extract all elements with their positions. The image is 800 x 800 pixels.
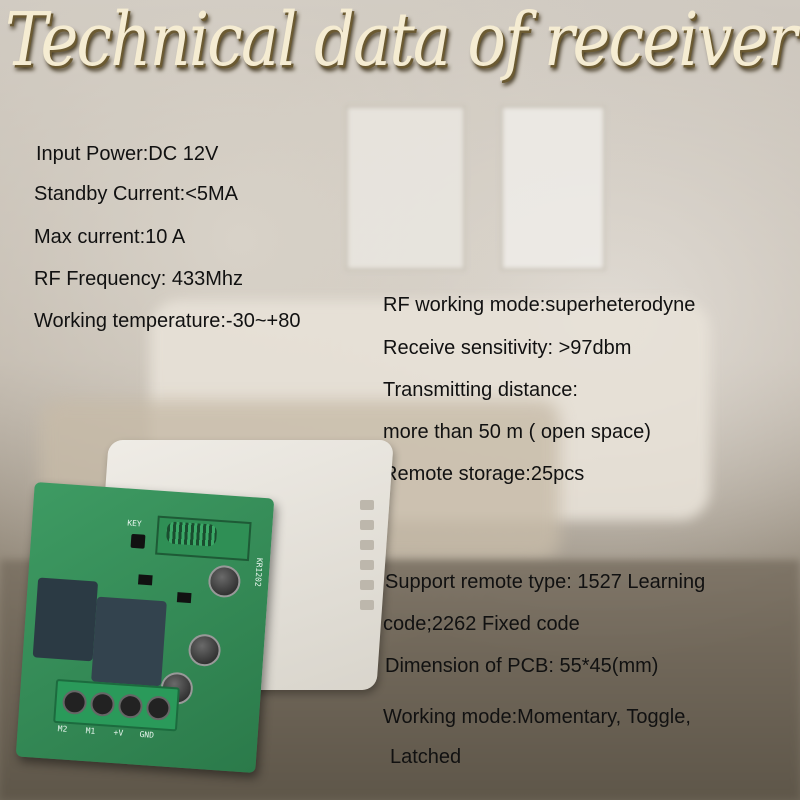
ic-chip (176, 592, 192, 604)
spec-input-power: Input Power:DC 12V (36, 143, 219, 165)
screw-terminal (145, 695, 172, 721)
spec-transmitting-distance: Transmitting distance: (383, 379, 578, 401)
spec-rf-frequency: RF Frequency: 433Mhz (34, 268, 243, 290)
wall-picture-left (345, 105, 466, 271)
screw-terminal (117, 693, 144, 719)
pcb-label-plus-v: +V (113, 728, 124, 738)
pcb-label-key: KEY (126, 518, 142, 529)
spec-working-temperature: Working temperature:-30~+80 (34, 310, 301, 332)
vent-slot (360, 500, 374, 510)
receiver-pcb: KEY KR1202 M2 M1 +V GND (15, 481, 275, 774)
pcb-label-gnd: GND (139, 729, 155, 740)
capacitor (187, 633, 222, 668)
spec-receive-sensitivity: Receive sensitivity: >97dbm (383, 337, 632, 359)
pcb-label-m2: M2 (57, 724, 68, 734)
spec-pcb-dimension: Dimension of PCB: 55*45(mm) (385, 655, 659, 677)
spec-transmitting-distance-value: more than 50 m ( open space) (383, 421, 651, 443)
vent-slot (360, 520, 374, 530)
pcb-label-model: KR1202 (253, 557, 265, 588)
ic-chip (137, 574, 153, 586)
spec-standby-current: Standby Current:<5MA (34, 183, 238, 205)
terminal-block (53, 678, 180, 732)
screw-terminal (89, 691, 116, 718)
spec-working-mode-cont: Latched (390, 746, 462, 768)
spec-rf-working-mode: RF working mode:superheterodyne (383, 294, 696, 316)
pcb-label-m1: M1 (85, 726, 96, 736)
learn-button (130, 533, 146, 549)
relay-1 (32, 577, 99, 662)
spec-remote-type: Support remote type: 1527 Learning (385, 571, 706, 593)
spec-max-current: Max current:10 A (34, 226, 186, 248)
vent-slot (360, 600, 374, 610)
relay-2 (91, 596, 167, 687)
capacitor (207, 564, 242, 599)
vent-slot (360, 580, 374, 590)
spec-working-mode: Working mode:Momentary, Toggle, (383, 706, 691, 728)
vent-slot (360, 540, 374, 550)
spec-remote-storage: Remote storage:25pcs (383, 463, 585, 485)
vent-slot (360, 560, 374, 570)
page-title: Technical data of receiver (4, 0, 797, 84)
spec-remote-type-cont: code;2262 Fixed code (383, 613, 580, 635)
screw-terminal (61, 689, 88, 716)
antenna-coil (165, 521, 218, 547)
wall-picture-right (500, 105, 606, 271)
